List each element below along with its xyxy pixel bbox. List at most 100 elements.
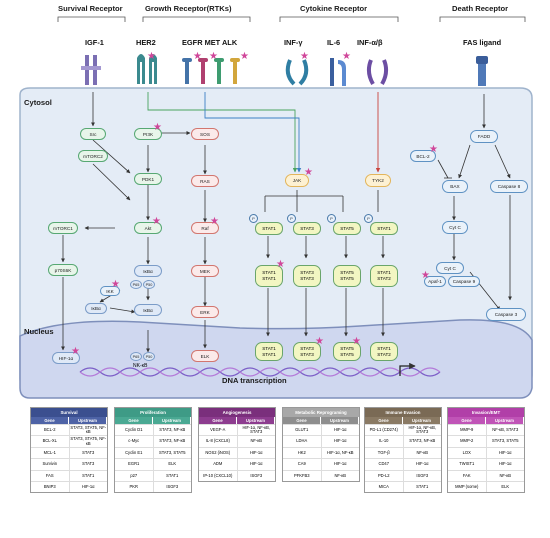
node-apaf1: Apaf-1 (424, 276, 446, 287)
col-upstream: Upstream (153, 417, 191, 424)
gene-cell: MMP (some) (455, 483, 479, 489)
gene-cell: CA9 (297, 461, 306, 467)
upstream-cell: STAT3, NF-κB (152, 436, 192, 447)
gene-cell: BCL-XL (42, 438, 57, 444)
gene-cell: Survivin (42, 461, 58, 467)
star-icon: ★ (210, 216, 219, 227)
node-ikba-complex: IκBα (134, 304, 162, 316)
star-icon: ★ (304, 167, 313, 178)
phospho-p1: P (249, 214, 258, 223)
upstream-cell: NF-κB (485, 470, 525, 481)
star-icon: ★ (71, 346, 80, 357)
receptor-infg: INF-γ (284, 38, 303, 47)
node-ras: RAS (191, 175, 219, 187)
nucleus-label: Nucleus (24, 327, 54, 336)
col-upstream: Upstream (237, 417, 275, 424)
gene-cell: CD47 (378, 461, 389, 467)
node-bcl2: BCL-2 (410, 150, 436, 162)
node-ikba: IκBα (134, 265, 162, 277)
gene-cell: HK2 (297, 449, 306, 455)
gene-cell: LDHA (296, 438, 308, 444)
node-tyk2: TYK2 (365, 174, 391, 187)
node-erk: ERK (191, 306, 219, 318)
gene-cell: FAK (462, 472, 471, 478)
gene-cell: LOX (462, 449, 471, 455)
upstream-cell: ISGF3 (152, 481, 192, 493)
upstream-cell: STAT1 (68, 470, 108, 481)
node-p65: P65 (130, 280, 142, 289)
gene-cell: MCL-1 (43, 449, 56, 455)
node-p50: P50 (143, 280, 155, 289)
node-mtorc2: mTORC2 (78, 150, 108, 162)
node-raf: Raf (191, 222, 219, 234)
phospho-p2: P (287, 214, 296, 223)
upstream-cell: STAT1 (402, 481, 442, 493)
gene-cell: IP-10 (CXCL10) (203, 472, 233, 478)
gene-cell: PKR (129, 483, 138, 489)
fas-receptor-glyph (476, 56, 488, 86)
receptor-her2: HER2 (136, 38, 156, 47)
stat1-monomer-2: STAT1 (370, 222, 398, 235)
node-caspase3: Caspase 3 (486, 308, 526, 321)
phospho-p4: P (364, 214, 373, 223)
table-title: Immune Evasion (365, 408, 441, 417)
node-p70s6k: p70S6K (48, 264, 78, 276)
star-icon: ★ (421, 270, 430, 281)
stat1-monomer: STAT1 (255, 222, 283, 235)
star-icon: ★ (429, 144, 438, 155)
gene-cell: PD-L2 (377, 472, 390, 478)
receptor-infab: INF-α/β (357, 38, 383, 47)
star-icon: ★ (147, 51, 156, 62)
gene-cell: IL-8 (CXCL8) (205, 438, 230, 444)
gene-cell: TGF-β (377, 449, 390, 455)
node-ikba-degraded: IκBα (85, 303, 107, 314)
node-fadd: FADD (470, 130, 498, 143)
receptor-fas: FAS ligand (463, 38, 502, 47)
node-ikk: IKK (100, 286, 120, 296)
transcription-start-arrow (399, 362, 416, 376)
upstream-cell: HIF-1α (402, 459, 442, 470)
col-upstream: Upstream (403, 417, 441, 424)
table-title: Angiogenesis (199, 408, 275, 417)
star-icon: ★ (342, 51, 351, 62)
table-row: IL-8 (CXCL8) NF-κB (199, 435, 276, 447)
star-icon: ★ (193, 51, 202, 62)
star-icon: ★ (111, 279, 120, 290)
table-title: Proliferation (115, 408, 191, 417)
upstream-cell: STAT3, NF-κB (152, 425, 192, 436)
node-bax: BAX (442, 180, 468, 193)
receptor-egfr-met-alk: EGFR MET ALK (182, 38, 238, 47)
node-p65-nuclear: P65 (130, 352, 142, 361)
upstream-cell: NF-κB (236, 436, 276, 447)
gene-cell: IL-10 (379, 438, 389, 444)
node-jak: JAK (285, 174, 309, 187)
upstream-cell: NF-κB (320, 470, 360, 481)
gene-cell: Cyclin E1 (125, 449, 143, 455)
igf1-receptor-glyph (81, 55, 101, 85)
gene-cell: MMP-9 (460, 426, 474, 432)
upstream-cell: STAT3, STAT5 (152, 447, 192, 459)
star-icon: ★ (300, 51, 309, 62)
her2-receptor-glyph (137, 54, 157, 84)
